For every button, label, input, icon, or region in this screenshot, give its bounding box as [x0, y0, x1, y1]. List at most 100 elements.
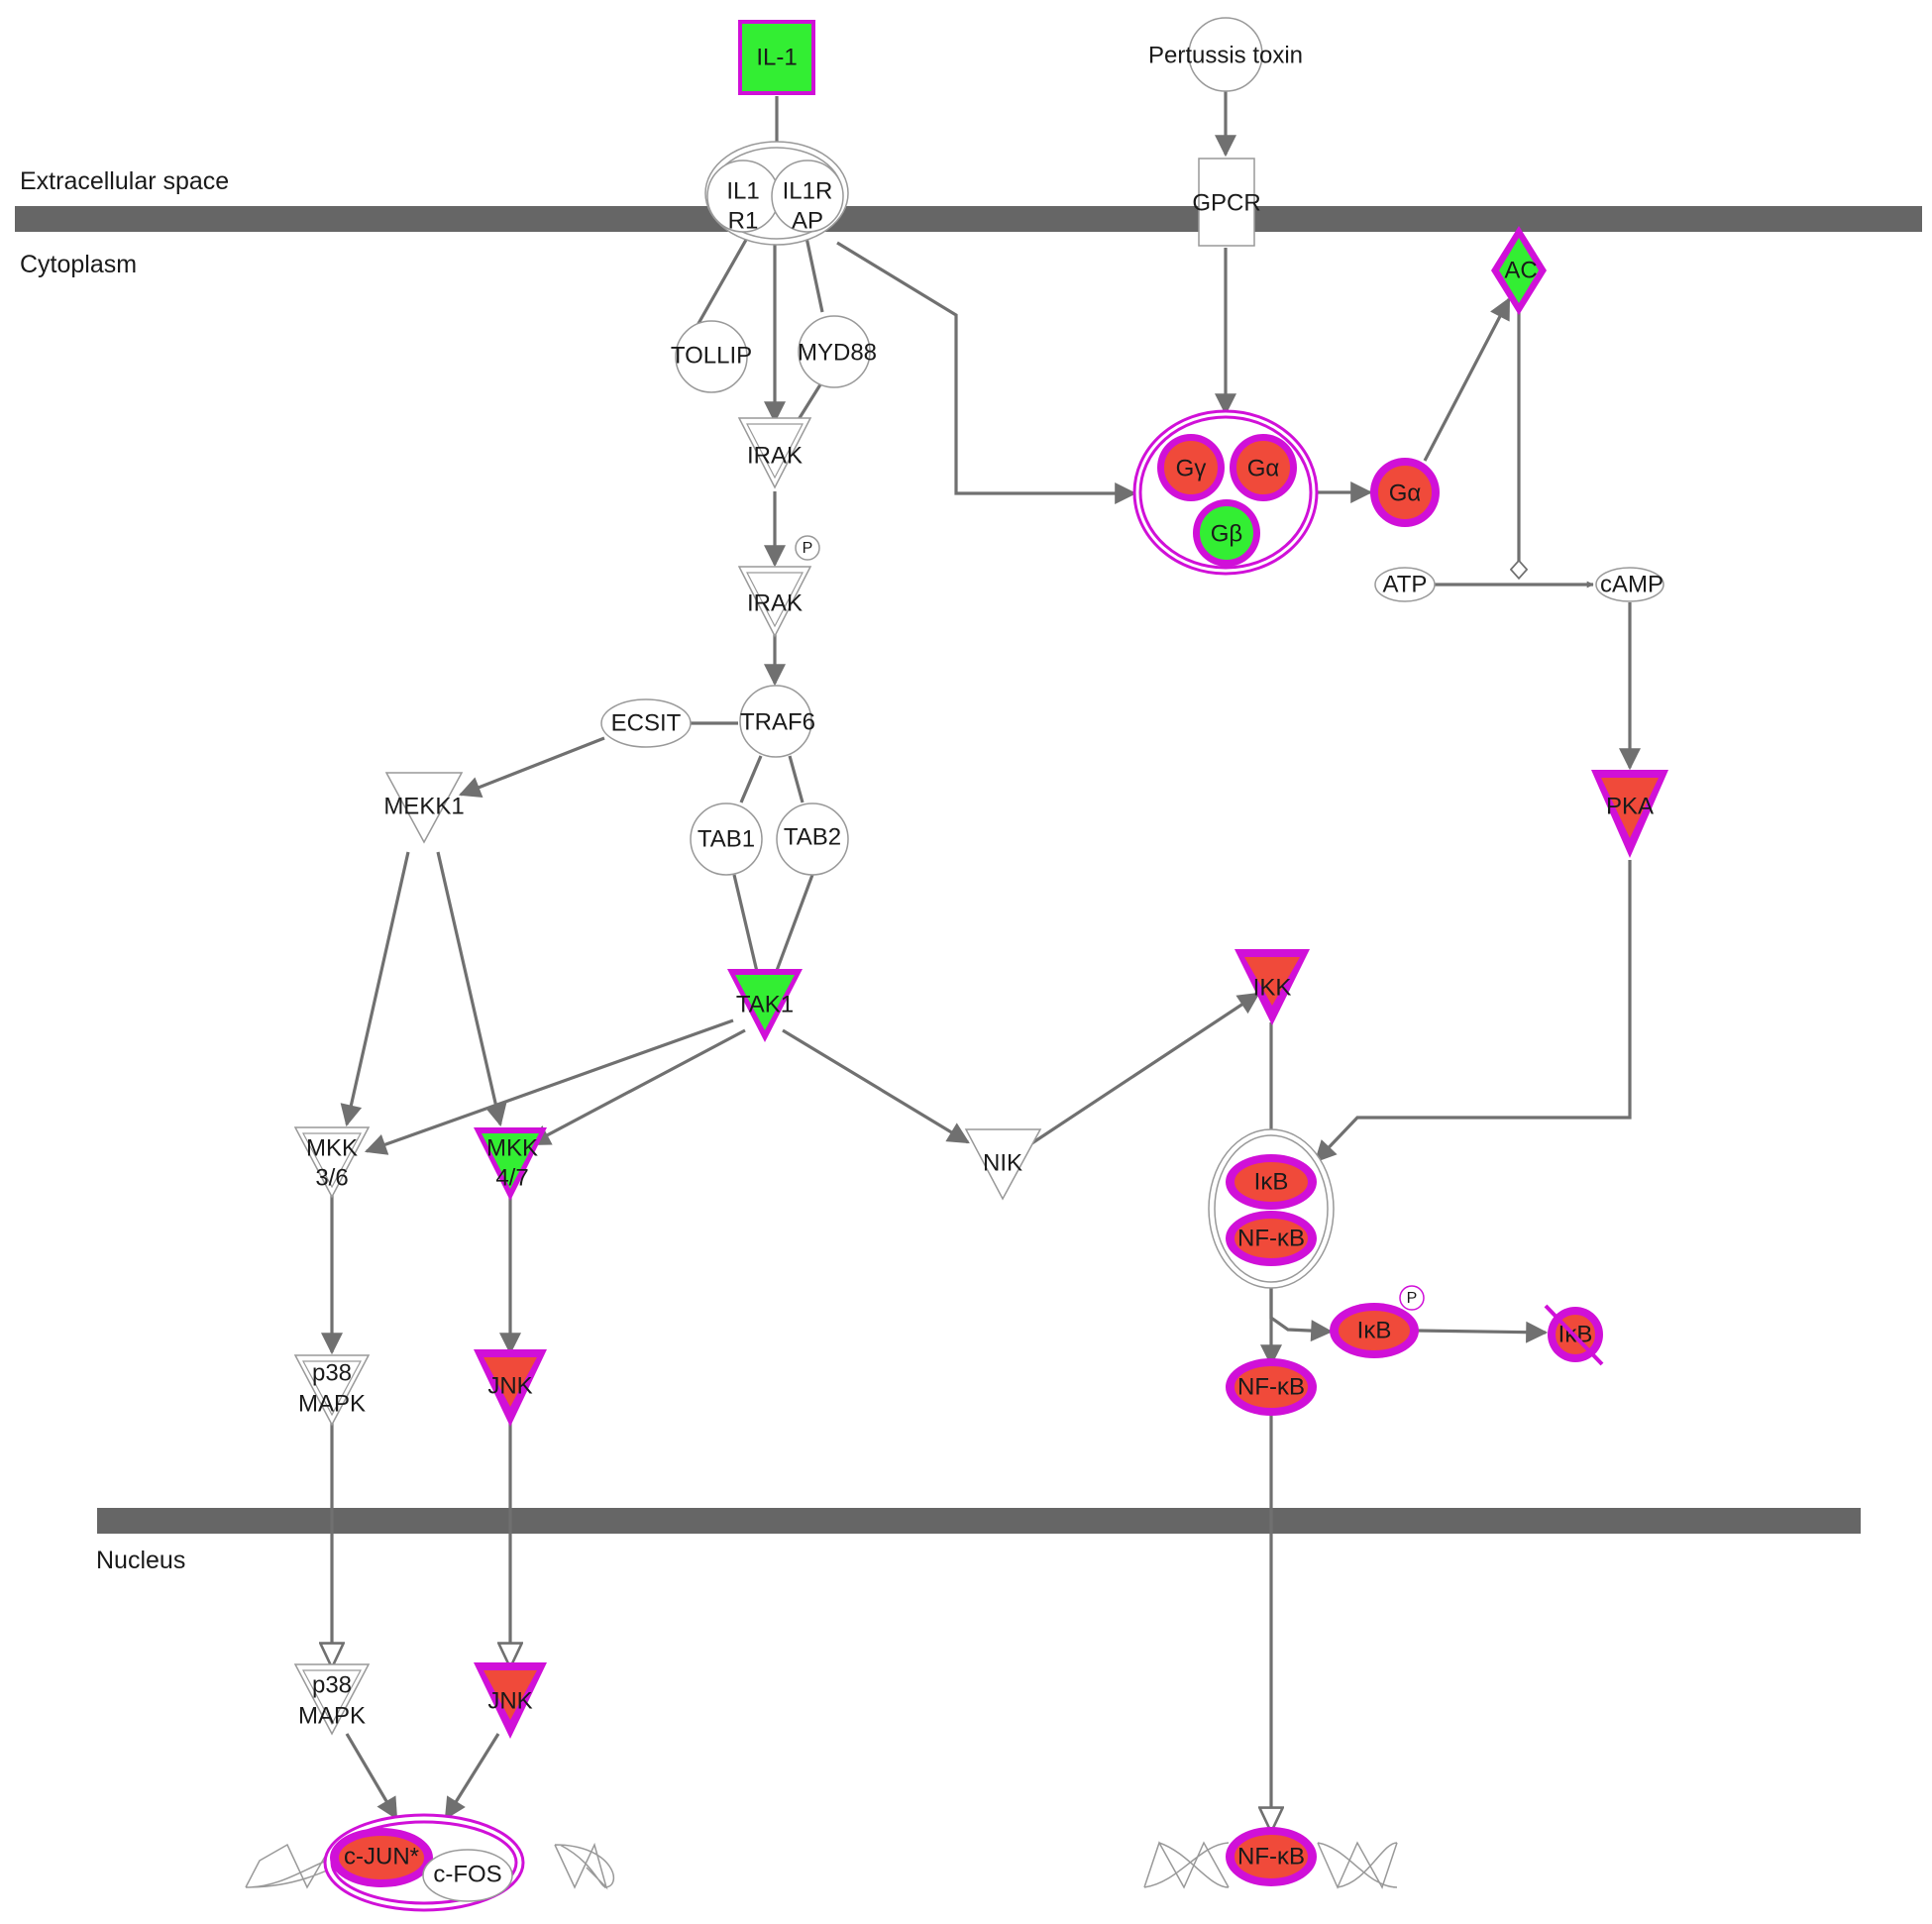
irak-node[interactable]: IRAK — [737, 417, 812, 489]
ikb-nfkb-complex[interactable]: IκB NF-κB — [1208, 1128, 1335, 1289]
cjun-cfos-complex[interactable]: c-JUN* c-FOS — [323, 1813, 525, 1912]
pertussis-toxin-node[interactable]: Pertussis toxin — [1148, 17, 1303, 92]
edge-pka-complex — [1314, 860, 1632, 1163]
nfkb-nuclear-node[interactable]: NF-κB — [1226, 1827, 1317, 1886]
jnk-nuclear-node[interactable]: JNK — [474, 1662, 547, 1739]
mkk47-label-line1: MKK — [486, 1134, 538, 1161]
edge-receptor-tollip — [695, 232, 752, 328]
ikk-node[interactable]: IKK — [1234, 949, 1310, 1025]
nfkb-label: NF-κB — [1237, 1373, 1305, 1400]
ikb-complex-node[interactable]: IκB — [1226, 1154, 1317, 1210]
c-jun-node[interactable]: c-JUN* — [330, 1828, 433, 1887]
tollip-node[interactable]: TOLLIP — [671, 320, 752, 393]
il1-node[interactable]: IL-1 — [738, 20, 815, 95]
mkk36-node[interactable]: MKK 3/6 — [293, 1126, 371, 1199]
mkk47-label-line2: 4/7 — [495, 1164, 528, 1191]
phospho-badge-ikb-label: P — [1407, 1290, 1418, 1307]
edge-ikbp-degraded — [1416, 1321, 1549, 1343]
ikb-phospho-node[interactable]: IκB — [1330, 1303, 1419, 1358]
edge-tab1-tak1 — [732, 874, 760, 977]
mkk36-label-line1: MKK — [306, 1134, 358, 1161]
p38-mapk-node[interactable]: p38 MAPK — [293, 1354, 371, 1427]
edge-p38nuc-cjun — [345, 1733, 398, 1820]
phospho-badge-ikb: P — [1399, 1285, 1425, 1311]
plasma-membrane — [15, 206, 1922, 232]
traf6-node[interactable]: TRAF6 — [739, 685, 815, 758]
irak-phospho-node[interactable]: IRAK — [737, 566, 812, 638]
g-gamma-label: Gγ — [1176, 455, 1207, 481]
g-beta-label: Gβ — [1211, 520, 1242, 547]
il1rap-label-line1: IL1R — [783, 177, 833, 204]
myd88-node[interactable]: MYD88 — [798, 315, 877, 388]
irak-label: IRAK — [747, 442, 803, 469]
edge-traf6-tab2 — [788, 755, 805, 803]
traf6-label: TRAF6 — [740, 708, 815, 735]
edge-galpha-ac — [1423, 297, 1511, 462]
nfkb-node[interactable]: NF-κB — [1226, 1358, 1317, 1416]
il1r1-label-line2: R1 — [728, 207, 759, 234]
nik-node[interactable]: NIK — [964, 1128, 1042, 1201]
phospho-badge-irak: P — [795, 535, 820, 561]
mkk36-label-line2: 3/6 — [315, 1164, 348, 1191]
nucleus-label: Nucleus — [96, 1547, 185, 1574]
ikk-label: IKK — [1253, 974, 1292, 1001]
tab1-node[interactable]: TAB1 — [690, 802, 763, 876]
degraded-cross — [1544, 1304, 1604, 1366]
g-gamma-node[interactable]: Gγ — [1157, 434, 1225, 501]
edge-mekk1-mkk47 — [436, 851, 507, 1127]
nik-label: NIK — [983, 1149, 1022, 1176]
jnk-nuc-label: JNK — [487, 1687, 532, 1714]
g-protein-complex[interactable]: Gγ Gα Gβ — [1132, 409, 1319, 576]
il1r1-label-line1: IL1 — [726, 177, 759, 204]
il1rap-label-line2: AP — [792, 207, 823, 234]
g-alpha-complex-node[interactable]: Gα — [1230, 434, 1297, 501]
il1rap-node[interactable] — [771, 160, 844, 233]
edge-tak1-mkk47 — [528, 1028, 746, 1146]
tab1-label: TAB1 — [698, 825, 755, 852]
pka-label: PKA — [1606, 793, 1654, 819]
extracellular-label: Extracellular space — [20, 167, 229, 195]
edge-tab2-tak1 — [773, 874, 814, 977]
c-fos-node[interactable]: c-FOS — [422, 1849, 513, 1902]
nfkb-nuc-label: NF-κB — [1237, 1843, 1305, 1870]
tak1-label: TAK1 — [736, 991, 794, 1017]
dna-icon-nfkb — [1143, 1841, 1398, 1889]
edge-receptor-gprotein — [836, 241, 1137, 504]
nfkb-complex-label: NF-κB — [1237, 1225, 1305, 1251]
atp-label: ATP — [1383, 571, 1428, 597]
tollip-label: TOLLIP — [671, 342, 752, 369]
gpcr-node[interactable]: GPCR — [1192, 158, 1261, 247]
edge-nik-ikk — [1029, 992, 1260, 1146]
c-jun-label: c-JUN* — [344, 1843, 419, 1870]
ikb-degraded-node[interactable]: IκB — [1544, 1304, 1604, 1366]
mekk1-node[interactable]: MEKK1 — [383, 772, 465, 844]
edge-jnknuc-cjun — [444, 1733, 500, 1820]
g-beta-node[interactable]: Gβ — [1193, 499, 1260, 567]
ikb-phospho-label: IκB — [1357, 1317, 1392, 1343]
irak-phospho-label: IRAK — [747, 589, 803, 616]
edge-tak1-nik — [782, 1028, 970, 1144]
ecsit-node[interactable]: ECSIT — [600, 698, 692, 748]
pertussis-toxin-label: Pertussis toxin — [1148, 42, 1303, 68]
il1-receptor-complex[interactable]: IL1 R1 IL1R AP — [704, 141, 849, 246]
pka-node[interactable]: PKA — [1591, 770, 1668, 858]
tak1-node[interactable]: TAK1 — [727, 969, 803, 1042]
atp-node[interactable]: ATP — [1374, 567, 1436, 602]
p38-label-line1: p38 — [312, 1359, 352, 1386]
mkk47-node[interactable]: MKK 4/7 — [474, 1127, 547, 1201]
tab2-node[interactable]: TAB2 — [776, 802, 849, 876]
edge-receptor-myd88 — [804, 232, 824, 313]
p38-label-line2: MAPK — [298, 1390, 366, 1417]
jnk-node[interactable]: JNK — [474, 1349, 547, 1427]
ecsit-label: ECSIT — [611, 709, 682, 736]
ac-node[interactable]: AC — [1491, 226, 1547, 315]
camp-node[interactable]: cAMP — [1595, 567, 1664, 602]
g-alpha-complex-label: Gα — [1247, 455, 1280, 481]
edge-tak1-mkk36 — [364, 1018, 734, 1155]
nuclear-membrane — [97, 1508, 1861, 1534]
p38-nuc-label-line2: MAPK — [298, 1702, 366, 1729]
jnk-label: JNK — [487, 1372, 532, 1399]
p38-mapk-nuclear-node[interactable]: p38 MAPK — [293, 1663, 371, 1736]
g-alpha-node[interactable]: Gα — [1370, 458, 1440, 527]
nfkb-complex-node[interactable]: NF-κB — [1226, 1211, 1317, 1266]
